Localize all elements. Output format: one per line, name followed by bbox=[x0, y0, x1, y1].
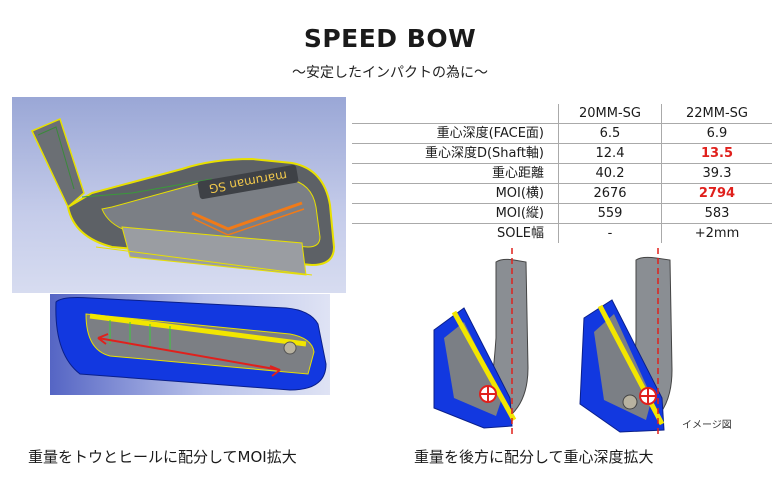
table-row: 重心深度D(Shaft軸) 12.4 13.5 bbox=[352, 143, 772, 164]
table-row: 重心深度(FACE面) 6.5 6.9 bbox=[352, 123, 772, 144]
spec-comparison-table: 20MM-SG 22MM-SG 重心深度(FACE面) 6.5 6.9 重心深度… bbox=[352, 104, 772, 243]
row-value-22mm: 583 bbox=[661, 203, 772, 224]
page-subtitle: 〜安定したインパクトの為に〜 bbox=[292, 65, 488, 81]
row-value-22mm: +2mm bbox=[661, 223, 772, 243]
table-header-row: 20MM-SG 22MM-SG bbox=[352, 104, 772, 124]
cross-section-diagram bbox=[433, 248, 673, 434]
row-label: SOLE幅 bbox=[497, 226, 544, 241]
caption-left: 重量をトウとヒールに配分してMOI拡大 bbox=[28, 448, 297, 466]
table-row: SOLE幅 - +2mm bbox=[352, 223, 772, 243]
row-value-20mm: 559 bbox=[558, 203, 662, 224]
row-value-20mm: - bbox=[558, 223, 662, 243]
iron-head-cad-image: maruman SG bbox=[12, 97, 346, 293]
row-value-22mm: 13.5 bbox=[661, 143, 772, 164]
sole-cad-image bbox=[50, 294, 330, 395]
row-label: 重心深度D(Shaft軸) bbox=[352, 143, 559, 164]
row-value-20mm: 40.2 bbox=[558, 163, 662, 184]
row-label: MOI(縦) bbox=[352, 203, 559, 224]
row-value-20mm: 6.5 bbox=[558, 123, 662, 144]
cross-section-20mm bbox=[433, 248, 529, 434]
row-value-20mm: 2676 bbox=[558, 183, 662, 204]
table-header-22mm: 22MM-SG bbox=[661, 104, 772, 124]
table-row: MOI(縦) 559 583 bbox=[352, 203, 772, 224]
row-label: MOI(横) bbox=[352, 183, 559, 204]
table-row: 重心距離 40.2 39.3 bbox=[352, 163, 772, 184]
row-value-22mm: 2794 bbox=[661, 183, 772, 204]
table-header-empty bbox=[352, 104, 559, 124]
table-row: MOI(横) 2676 2794 bbox=[352, 183, 772, 204]
row-value-20mm: 12.4 bbox=[558, 143, 662, 164]
cross-section-22mm bbox=[579, 248, 673, 434]
row-value-22mm: 39.3 bbox=[661, 163, 772, 184]
row-value-22mm: 6.9 bbox=[661, 123, 772, 144]
image-note: イメージ図 bbox=[682, 420, 732, 431]
row-label: 重心深度(FACE面) bbox=[352, 123, 559, 144]
caption-right: 重量を後方に配分して重心深度拡大 bbox=[414, 448, 654, 466]
table-header-20mm: 20MM-SG bbox=[558, 104, 662, 124]
row-label: 重心距離 bbox=[352, 163, 559, 184]
page-title: SPEED BOW bbox=[303, 24, 477, 53]
